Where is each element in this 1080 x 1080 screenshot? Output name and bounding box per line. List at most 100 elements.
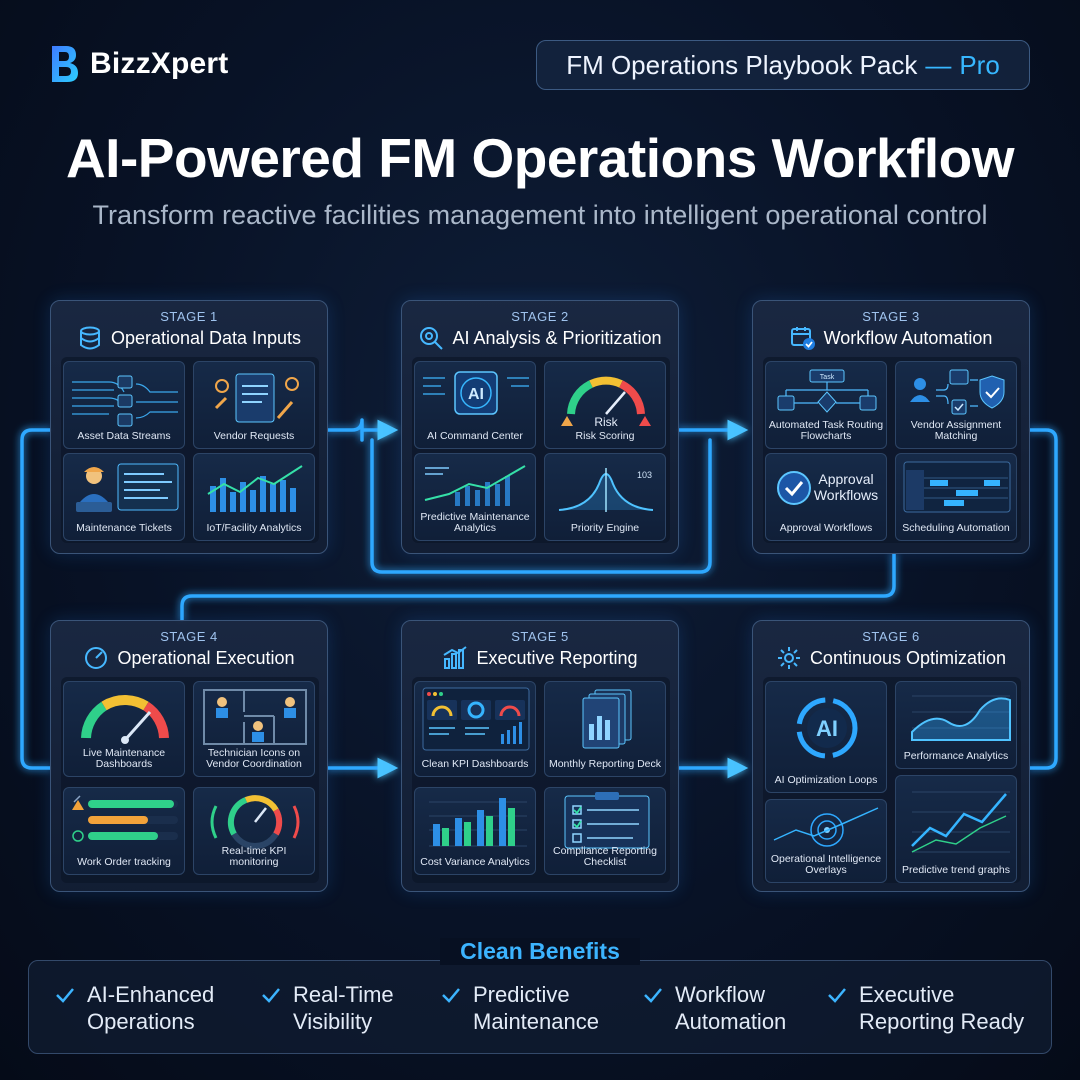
benefit-line-2: Reporting Ready xyxy=(859,1009,1025,1034)
benefit-line-2: Visibility xyxy=(293,1009,373,1034)
benefits-title: Clean Benefits xyxy=(440,938,640,965)
tile-label: Automated Task Routing Flowcharts xyxy=(768,419,884,442)
tile-performance-analytics: Performance Analytics xyxy=(895,681,1017,769)
tile-label: IoT/Facility Analytics xyxy=(206,522,302,534)
tile-label: Work Order tracking xyxy=(77,856,171,868)
tile-label: Compliance Reporting Checklist xyxy=(553,845,657,868)
pack-badge: FM Operations Playbook Pack — Pro xyxy=(536,40,1030,90)
stage-1-card: STAGE 1 Operational Data Inputs Asset Da… xyxy=(50,300,328,554)
tile-operational-intelligence-overlays: Operational Intelligence Overlays xyxy=(765,799,887,883)
ai-search-icon xyxy=(420,327,444,350)
check-icon xyxy=(442,988,460,1003)
risk-text: Risk xyxy=(594,415,618,429)
tile-label: Priority Engine xyxy=(570,522,640,534)
tile-label: Predictive trend graphs xyxy=(902,864,1010,876)
stage-number: STAGE 2 xyxy=(511,309,569,324)
tile-label: Cost Variance Analytics xyxy=(420,856,530,868)
check-icon xyxy=(56,988,74,1003)
tile-compliance-reporting-checklist: Compliance Reporting Checklist xyxy=(544,787,666,875)
tile-label: Maintenance Tickets xyxy=(76,522,172,534)
tile-priority-engine: 103 Priority Engine xyxy=(544,453,666,541)
approval-line-1: Approval xyxy=(818,471,873,487)
tile-label: Vendor Requests xyxy=(213,430,295,442)
task-box-text: Task xyxy=(820,374,835,381)
page-title: AI-Powered FM Operations Workflow xyxy=(65,127,1015,189)
check-icon xyxy=(644,988,662,1003)
brand: BizzXpert xyxy=(48,44,229,84)
tile-clean-kpi-dashboards: Clean KPI Dashboards xyxy=(414,681,536,777)
trend-chart-icon xyxy=(424,465,526,506)
stage-number: STAGE 5 xyxy=(511,629,569,644)
tile-label: Performance Analytics xyxy=(903,750,1009,762)
tile-label: Clean KPI Dashboards xyxy=(421,758,529,770)
flowchart-icon: Task xyxy=(777,369,877,413)
approval-badge-icon: Approval Workflows xyxy=(777,471,878,505)
brand-logo-icon xyxy=(52,46,78,82)
stage-title: Continuous Optimization xyxy=(809,647,1007,668)
tile-iot-facility-analytics: IoT/Facility Analytics xyxy=(193,453,315,541)
tile-technician-vendor-coordination: Technician Icons on Vendor Coordination xyxy=(193,681,315,777)
stage-number: STAGE 3 xyxy=(862,309,920,324)
ai-chip-icon: AI xyxy=(423,371,529,415)
ai-loop-icon: AI xyxy=(796,697,858,759)
pack-dash: — xyxy=(925,49,952,80)
stage-6-card: STAGE 6 Continuous Optimization AI AI Op… xyxy=(752,620,1030,892)
tile-monthly-reporting-deck: Monthly Reporting Deck xyxy=(544,681,666,777)
speedometer-icon xyxy=(81,695,169,744)
tile-label: Asset Data Streams xyxy=(77,430,171,442)
stage-number: STAGE 4 xyxy=(160,629,218,644)
tile-approval-workflows: Approval Workflows Approval Workflows xyxy=(765,453,887,541)
stage-3-card: STAGE 3 Workflow Automation Task Automat… xyxy=(752,300,1030,554)
priority-value: 103 xyxy=(637,470,652,480)
brand-name: BizzXpert xyxy=(90,47,229,80)
benefit-line-2: Automation xyxy=(675,1009,787,1034)
vendor-match-icon xyxy=(910,369,1005,415)
variance-bars-icon xyxy=(429,798,527,847)
kpi-dial-icon xyxy=(210,795,300,849)
stage-2-card: STAGE 2 AI Analysis & Prioritization AI … xyxy=(401,300,679,554)
tile-work-order-tracking: Work Order tracking xyxy=(63,787,185,875)
tile-live-maintenance-dashboards: Live Maintenance Dashboards xyxy=(63,681,185,777)
benefit-line-1: Real-Time xyxy=(293,982,394,1007)
tile-label: Monthly Reporting Deck xyxy=(548,758,662,770)
tile-label: Vendor Assignment Matching xyxy=(910,419,1002,442)
page-subtitle: Transform reactive facilities management… xyxy=(92,200,988,230)
kpi-dashboard-icon xyxy=(422,687,530,751)
tile-risk-scoring: Risk Risk Scoring xyxy=(544,361,666,449)
tile-asset-data-streams: Asset Data Streams xyxy=(63,361,185,449)
benefit-line-1: Executive xyxy=(859,982,955,1007)
pack-label: FM Operations Playbook Pack xyxy=(566,49,918,80)
tile-predictive-trend-graphs: Predictive trend graphs xyxy=(895,775,1017,883)
benefit-line-1: Predictive xyxy=(473,982,570,1007)
tile-predictive-maintenance-analytics: Predictive Maintenance Analytics xyxy=(414,453,536,541)
stage-4-card: STAGE 4 Operational Execution Live Maint… xyxy=(50,620,328,892)
tile-ai-command-center: AI AI Command Center xyxy=(414,361,536,449)
tile-label: Risk Scoring xyxy=(575,430,635,442)
tile-vendor-requests: Vendor Requests xyxy=(193,361,315,449)
document-icon xyxy=(214,373,299,423)
checklist-icon xyxy=(564,792,650,849)
ai-loop-text: AI xyxy=(816,716,838,741)
progress-bars-icon xyxy=(72,795,178,842)
floorplan-technician-icon xyxy=(203,689,307,745)
tile-label: AI Optimization Loops xyxy=(774,774,878,786)
calendar-check-icon xyxy=(790,327,815,350)
stage-title: AI Analysis & Prioritization xyxy=(452,327,662,348)
tile-automated-task-routing: Task Automated Task Routing Flowcharts xyxy=(765,361,887,449)
benefit-line-1: Workflow xyxy=(675,982,766,1007)
tile-label: Scheduling Automation xyxy=(902,522,1010,534)
gauge-icon xyxy=(85,647,108,669)
stage-title: Operational Execution xyxy=(117,647,295,668)
ai-chip-text: AI xyxy=(468,386,484,403)
tile-label: AI Command Center xyxy=(427,430,523,442)
tile-maintenance-tickets: Maintenance Tickets xyxy=(63,453,185,541)
stage-title: Workflow Automation xyxy=(823,327,993,348)
pack-tier: Pro xyxy=(959,49,1000,80)
tile-label: Operational Intelligence Overlays xyxy=(770,853,882,876)
tile-vendor-assignment-matching: Vendor Assignment Matching xyxy=(895,361,1017,449)
